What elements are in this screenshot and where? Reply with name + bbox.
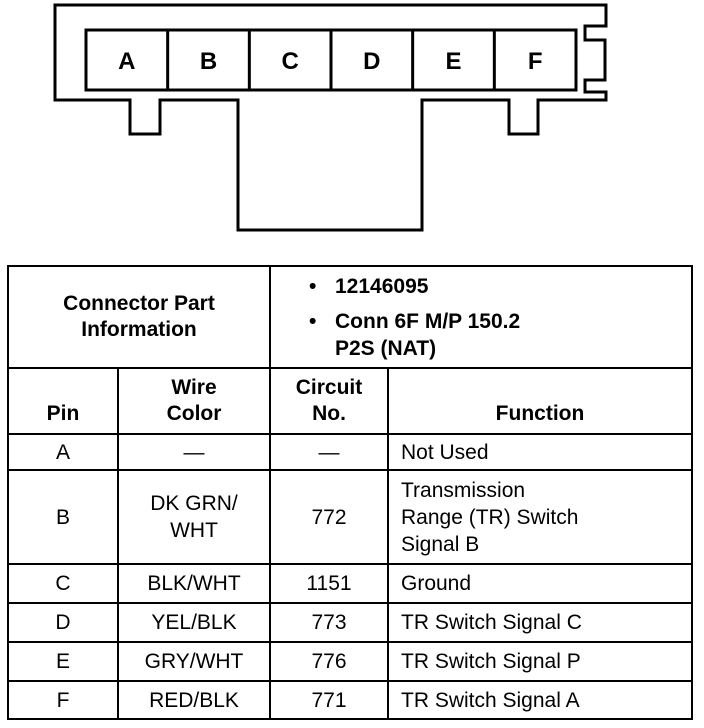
function-cell: TR Switch Signal A — [386, 680, 694, 720]
pin-label-c: C — [281, 48, 298, 75]
circuit-cell: 773 — [269, 602, 389, 643]
function-line2: Range (TR) Switch — [401, 505, 579, 529]
function-line3: Signal B — [401, 532, 480, 556]
pin-label-a: A — [118, 48, 135, 75]
part-info-row: Connector Part Information 12146095 Conn… — [7, 265, 694, 369]
table-row: A — — Not Used — [7, 433, 694, 471]
circuit-cell: — — [269, 433, 389, 471]
part-number: 12146095 — [309, 273, 691, 300]
part-info-label-line1: Connector Part — [63, 292, 215, 315]
pin-label-b: B — [200, 48, 217, 75]
function-cell: TR Switch Signal P — [386, 641, 694, 682]
wire-color-line2: WHT — [170, 519, 218, 542]
part-info-values: 12146095 Conn 6F M/P 150.2 P2S (NAT) — [268, 265, 694, 369]
circuit-cell: 776 — [269, 641, 389, 682]
col-header-wire-color: Wire Color — [117, 367, 271, 435]
column-header-row: Pin Wire Color Circuit No. Function — [7, 367, 694, 435]
part-info-label: Connector Part Information — [7, 265, 271, 369]
wire-color-cell: YEL/BLK — [117, 602, 271, 643]
function-line1: Transmission — [401, 478, 526, 502]
wire-color-cell: RED/BLK — [117, 680, 271, 720]
pin-labels: A B C D E F — [118, 48, 542, 75]
table-row: C BLK/WHT 1151 Ground — [7, 563, 694, 604]
function-cell: Ground — [386, 563, 694, 604]
connector-housing-outline — [53, 3, 608, 232]
connector-description: Conn 6F M/P 150.2 P2S (NAT) — [309, 308, 691, 362]
wire-color-line1: DK GRN/ — [150, 492, 238, 515]
circuit-cell: 1151 — [269, 563, 389, 604]
circuit-cell: 772 — [269, 469, 389, 565]
table-row: E GRY/WHT 776 TR Switch Signal P — [7, 641, 694, 682]
wire-color-cell: GRY/WHT — [117, 641, 271, 682]
part-info-label-line2: Information — [81, 318, 197, 341]
part-info-list: 12146095 Conn 6F M/P 150.2 P2S (NAT) — [309, 273, 691, 362]
col-header-circuit: Circuit No. — [269, 367, 389, 435]
col-header-wire-line2: Color — [166, 402, 222, 425]
connector-description-line2: P2S (NAT) — [335, 336, 437, 360]
col-header-wire-line1: Wire — [171, 376, 217, 399]
connector-description-line1: Conn 6F M/P 150.2 — [335, 309, 521, 333]
table-row: F RED/BLK 771 TR Switch Signal A — [7, 680, 694, 720]
pin-label-e: E — [445, 48, 461, 75]
table-row: B DK GRN/ WHT 772 Transmission Range (TR… — [7, 469, 694, 565]
col-header-function: Function — [386, 367, 694, 435]
wire-color-cell: — — [117, 433, 271, 471]
function-cell: TR Switch Signal C — [386, 602, 694, 643]
pin-cell: B — [7, 469, 119, 565]
col-header-circuit-line1: Circuit — [295, 376, 363, 399]
cavity-dividers — [166, 30, 496, 90]
col-header-pin: Pin — [7, 367, 119, 435]
function-cell: Not Used — [386, 433, 694, 471]
pin-cell: E — [7, 641, 119, 682]
col-header-circuit-line2: No. — [312, 402, 346, 425]
circuit-cell: 771 — [269, 680, 389, 720]
pin-cell: D — [7, 602, 119, 643]
wire-color-cell: BLK/WHT — [117, 563, 271, 604]
pin-cell: A — [7, 433, 119, 471]
pin-label-d: D — [363, 48, 380, 75]
pin-label-f: F — [528, 48, 543, 75]
function-cell: Transmission Range (TR) Switch Signal B — [386, 469, 694, 565]
pin-cell: F — [7, 680, 119, 720]
connector-pinout-table: Connector Part Information 12146095 Conn… — [7, 265, 694, 720]
pin-cell: C — [7, 563, 119, 604]
table-row: D YEL/BLK 773 TR Switch Signal C — [7, 602, 694, 643]
wire-color-cell: DK GRN/ WHT — [117, 469, 271, 565]
connector-face-diagram: A B C D E F — [53, 3, 608, 232]
